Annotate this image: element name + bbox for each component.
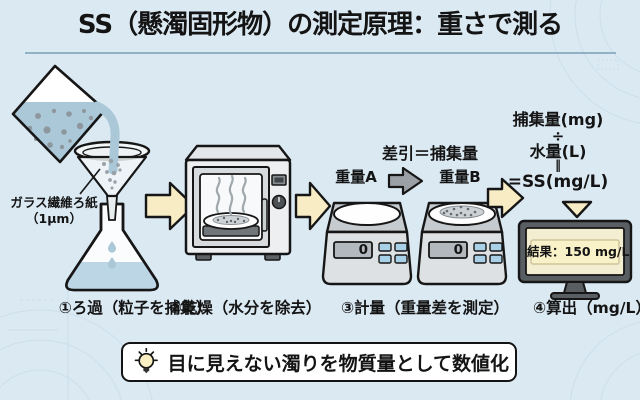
down-triangle-icon (561, 200, 593, 219)
sample-particles (442, 205, 477, 217)
flow-arrow-icon (486, 177, 525, 219)
lightbulb-icon (134, 347, 158, 374)
result-box (530, 239, 620, 265)
scale-buttons (378, 242, 408, 264)
step4-caption: ④算出（mg/L） (533, 299, 640, 317)
scale-a-display-value: 0 (358, 242, 368, 258)
weight-b-label: 重量B (439, 168, 481, 186)
beaker (11, 64, 107, 164)
drying-oven (184, 144, 292, 261)
filter-paper-label: ガラス繊維ろ紙 (10, 195, 98, 210)
scale-a (321, 201, 413, 286)
label-pointer-line (79, 168, 101, 195)
drop-icon (108, 241, 116, 253)
scale-b-display-value: 0 (453, 242, 463, 258)
oven-handle (261, 198, 268, 232)
step1-caption: ①ろ過（粒子を捕集） (58, 299, 212, 317)
diff-equals-label: 差引＝捕集量 (381, 144, 478, 163)
flow-arrow-icon (294, 181, 332, 231)
flask (65, 202, 159, 292)
formula-numerator: 捕集量(mg) (512, 110, 604, 129)
step3-caption: ③計量（重量差を測定） (340, 299, 510, 317)
weight-a-label: 重量A (335, 168, 377, 186)
monitor (517, 219, 633, 300)
scale-display (333, 241, 373, 259)
flow-arrow-icon (144, 181, 196, 231)
formula-equals-sign: ‖ (555, 158, 561, 172)
formula-denominator: 水量(L) (529, 142, 587, 161)
dried-sample (216, 216, 246, 224)
page-title: SS（懸濁固形物）の測定原理：重さで測る (77, 10, 563, 40)
formula-result: =SS(mg/L) (507, 172, 609, 192)
filter-paper-size-label: （1μm） (26, 211, 82, 226)
funnel (73, 101, 151, 221)
steam-icon (215, 174, 247, 216)
scale-buttons (473, 242, 503, 264)
monitor-result-text: 結果：150 mg/L (527, 244, 630, 259)
scale-display (428, 241, 468, 259)
scale-b (416, 201, 508, 286)
title-underline (25, 52, 616, 54)
pour-stream (92, 101, 120, 175)
funnel-particles (102, 158, 122, 190)
diff-arrow-icon (387, 166, 424, 196)
drop-icon (108, 257, 116, 269)
key-message-banner: 目に見えない濁りを物質量として数値化 (121, 342, 517, 382)
step2-caption: ②乾燥（水分を除去） (168, 299, 322, 317)
formula-divide-sign: ÷ (551, 127, 565, 145)
key-message-text: 目に見えない濁りを物質量として数値化 (167, 352, 509, 375)
